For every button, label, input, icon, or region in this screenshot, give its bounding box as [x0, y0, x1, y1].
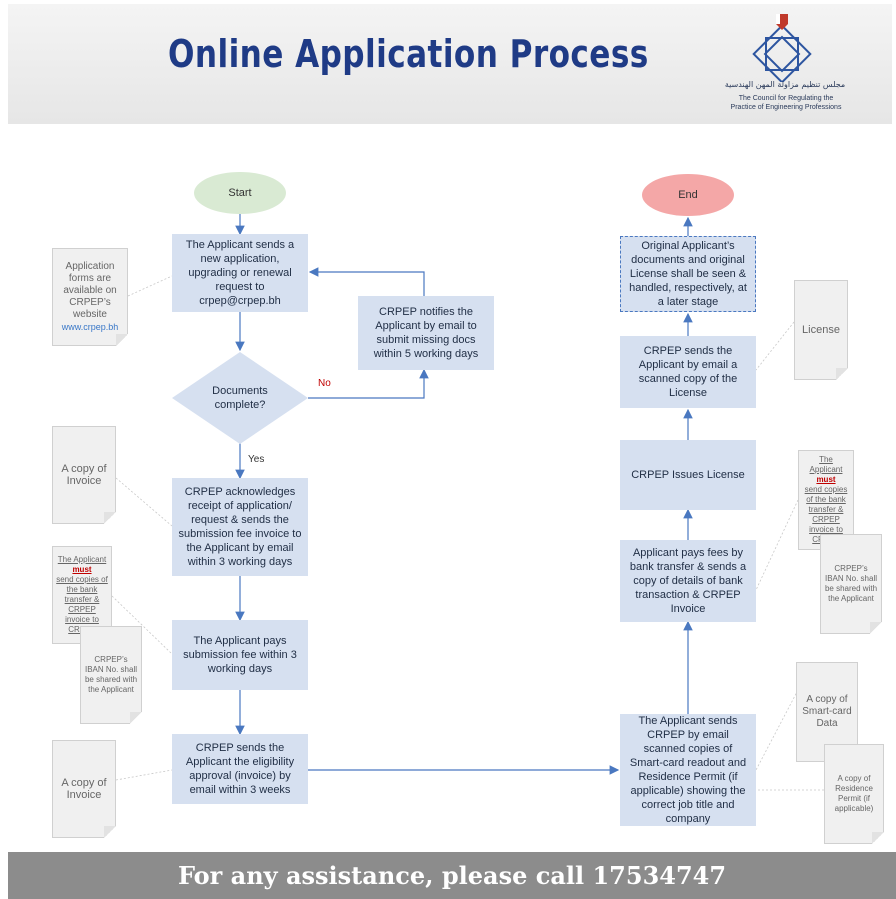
note-iban-right: CRPEP’s IBAN No. shall be shared with th…	[820, 534, 882, 634]
link-must-right	[755, 499, 799, 591]
step-pay-fees: Applicant pays fees by bank transfer & s…	[620, 540, 756, 622]
link-invoice2	[115, 769, 173, 781]
website-link[interactable]: www.crpep.bh	[61, 322, 119, 332]
must-left-word: must	[72, 565, 92, 574]
note-invoice-copy-1: A copy of Invoice	[52, 426, 116, 524]
decision-label: Documents complete?	[212, 385, 268, 411]
org-name-arabic: مجلس تنظيم مزاولة المهن الهندسية	[724, 80, 846, 89]
link-smartcard	[755, 689, 799, 771]
link-forms	[127, 275, 173, 297]
arrow-notify-step1	[308, 267, 425, 296]
step-notify-missing: CRPEP notifies the Applicant by email to…	[358, 296, 494, 370]
org-name-english: The Council for Regulating the Practice …	[716, 94, 856, 112]
step-original-documents: Original Applicant’s documents and origi…	[620, 236, 756, 312]
step-acknowledge: CRPEP acknowledges receipt of applicatio…	[172, 478, 308, 576]
org-name-line2: Practice of Engineering Professions	[730, 104, 842, 111]
arrow-decision-notify	[308, 368, 429, 399]
note-iban-left: CRPEP’s IBAN No. shall be shared with th…	[80, 626, 142, 724]
note-application-forms: Application forms are available on CRPEP…	[52, 248, 128, 346]
start-terminal: Start	[194, 172, 286, 214]
note-forms-text: Application forms are available on CRPEP…	[63, 261, 117, 320]
crpep-logo	[752, 14, 812, 82]
note-must-send-right: The Applicant must send copies of the ba…	[798, 450, 854, 550]
page-title: Online Application Process	[168, 32, 649, 76]
yes-label: Yes	[248, 454, 265, 465]
assistance-footer: For any assistance, please call 17534747	[8, 852, 896, 899]
must-right-word: must	[816, 475, 836, 484]
link-license	[755, 321, 795, 371]
step-eligibility-approval: CRPEP sends the Applicant the eligibilit…	[172, 734, 308, 804]
link-must-left	[111, 595, 173, 655]
note-residence-permit: A copy of Residence Permit (if applicabl…	[824, 744, 884, 844]
step-send-license-copy: CRPEP sends the Applicant by email a sca…	[620, 336, 756, 408]
org-name-line1: The Council for Regulating the	[738, 95, 834, 102]
link-invoice1	[115, 477, 173, 527]
note-invoice-copy-2: A copy of Invoice	[52, 740, 116, 838]
note-license: License	[794, 280, 848, 380]
must-left-pre: The Applicant	[57, 555, 107, 564]
step-issue-license: CRPEP Issues License	[620, 440, 756, 510]
no-label: No	[318, 378, 331, 389]
header-banner	[8, 4, 892, 124]
decision-diamond	[172, 352, 308, 444]
step-send-application: The Applicant sends a new application, u…	[172, 234, 308, 312]
end-terminal: End	[642, 174, 734, 216]
step-pay-submission: The Applicant pays submission fee within…	[172, 620, 308, 690]
step-send-smartcard: The Applicant sends CRPEP by email scann…	[620, 714, 756, 826]
must-right-pre: The Applicant	[809, 455, 843, 474]
